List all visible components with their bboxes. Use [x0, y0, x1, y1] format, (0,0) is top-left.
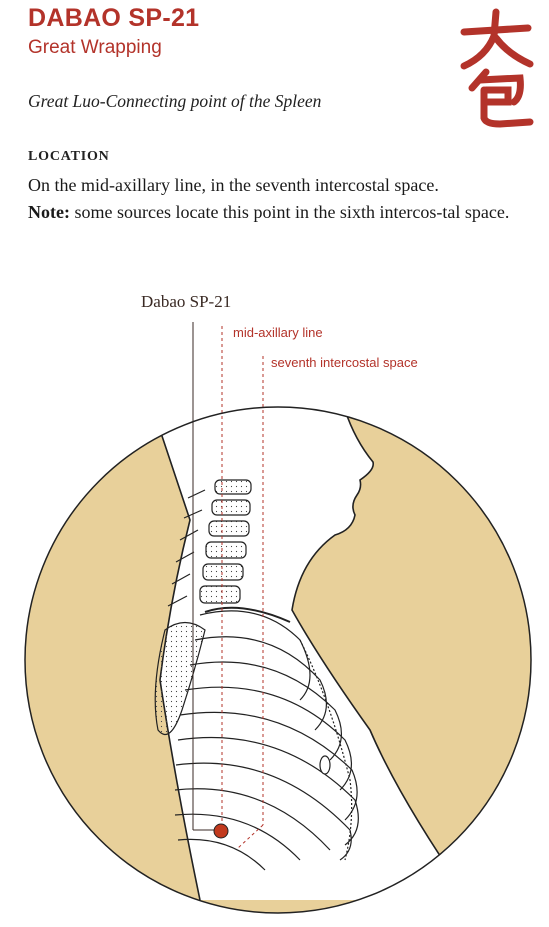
location-text: On the mid-axillary line, in the seventh…: [28, 172, 533, 226]
point-role: Great Luo-Connecting point of the Spleen: [28, 91, 322, 111]
note-text: some sources locate this point in the si…: [69, 202, 510, 222]
anatomy-illustration: Dabao SP-21 mid-axillary line seventh in…: [24, 292, 532, 914]
note-label: Note:: [28, 202, 70, 222]
point-subtitle: Great Wrapping: [28, 37, 162, 58]
chinese-characters: 大包: [460, 8, 534, 128]
location-heading: LOCATION: [28, 149, 110, 164]
ribcage-icon: [154, 479, 359, 871]
guide-lines: [192, 322, 264, 849]
intercostal-label: seventh intercostal space: [271, 355, 418, 370]
acupoint-marker: [213, 823, 229, 839]
body-silhouette: [25, 407, 531, 913]
point-label: Dabao SP-21: [141, 292, 231, 311]
location-line: On the mid-axillary line, in the seventh…: [28, 175, 439, 195]
mid-axillary-label: mid-axillary line: [233, 325, 323, 340]
point-title: DABAO SP-21: [28, 4, 200, 32]
